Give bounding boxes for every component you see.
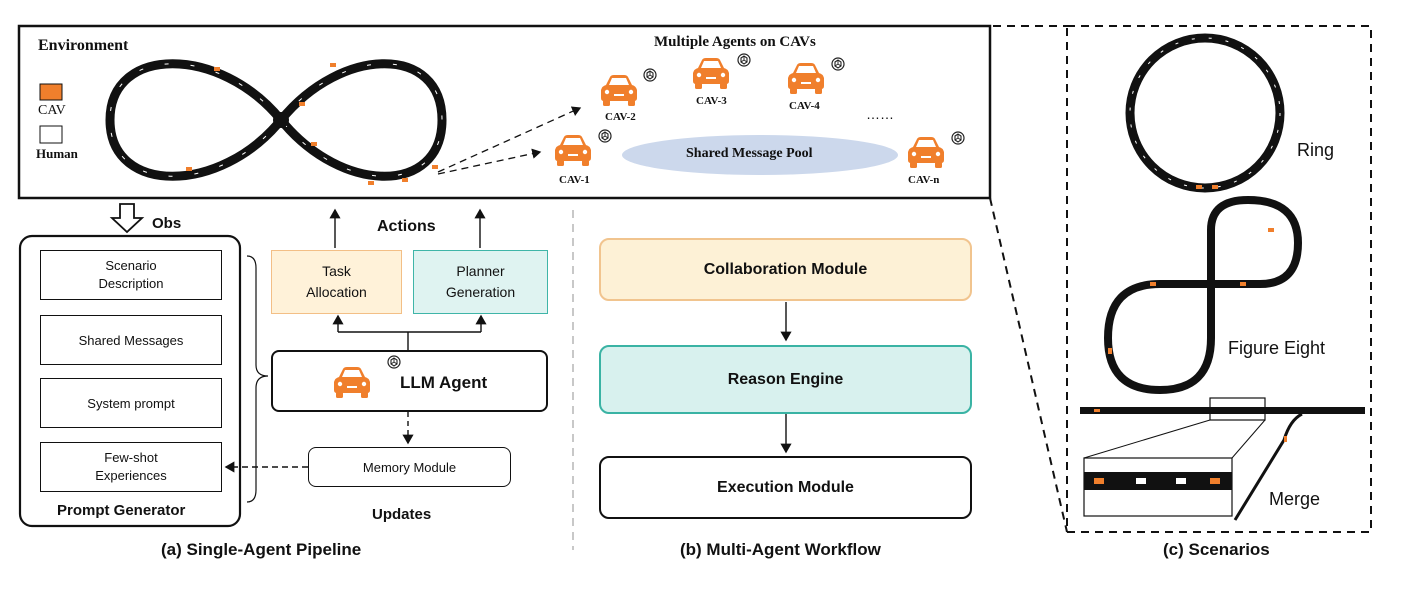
planner-generation-box: Planner Generation (413, 250, 548, 314)
legend-cav-label: CAV (38, 103, 66, 118)
single-agent-caption: (a) Single-Agent Pipeline (161, 540, 362, 559)
collaboration-module-box: Collaboration Module (599, 238, 972, 301)
environment-figure-eight-track (105, 59, 447, 185)
environment-title: Environment (38, 37, 129, 54)
openai-logo-icon (831, 57, 845, 71)
prompt-generator-label: Prompt Generator (57, 502, 186, 519)
scenarios-panel (993, 25, 1372, 533)
actions-label: Actions (377, 218, 436, 235)
cav-label: CAV-3 (696, 95, 727, 107)
openai-logo-icon (951, 131, 965, 145)
legend-human-swatch (39, 125, 63, 144)
shared-message-pool-label: Shared Message Pool (686, 146, 813, 161)
scenario-figure-eight-track (1103, 195, 1303, 395)
execution-module-box: Execution Module (599, 456, 972, 519)
cav-label: CAV-2 (605, 111, 636, 123)
shared-message-pool-ellipse (622, 135, 898, 175)
figure-eight-label: Figure Eight (1228, 338, 1326, 358)
ellipsis: …… (866, 106, 894, 122)
openai-logo-icon (598, 129, 612, 143)
prompt-item-scenario-description: Scenario Description (40, 250, 222, 300)
openai-logo-icon (643, 68, 657, 82)
car-icon (555, 135, 591, 166)
legend-human-label: Human (36, 146, 78, 161)
car-icon (788, 63, 824, 94)
obs-arrow (109, 203, 145, 234)
cav-label: CAV-n (908, 174, 940, 186)
llm-agent-label: LLM Agent (400, 373, 488, 392)
prompt-item-shared-messages: Shared Messages (40, 315, 222, 365)
prompt-item-system-prompt: System prompt (40, 378, 222, 428)
updates-label: Updates (372, 506, 432, 523)
openai-logo-icon (737, 53, 751, 67)
obs-label: Obs (152, 215, 182, 232)
multi-agent-caption: (b) Multi-Agent Workflow (680, 540, 881, 559)
merge-label: Merge (1269, 489, 1321, 509)
llm-agent-box (271, 350, 548, 412)
prompt-generator-box (18, 234, 242, 528)
reason-engine-box: Reason Engine (599, 345, 972, 414)
prompt-item-few-shot-experiences: Few-shot Experiences (40, 442, 222, 492)
car-icon (693, 58, 729, 89)
ring-track (1125, 33, 1285, 193)
environment-panel (17, 24, 992, 200)
task-allocation-box: Task Allocation (271, 250, 402, 314)
memory-module-box: Memory Module (308, 447, 511, 487)
scenarios-caption: (c) Scenarios (1163, 540, 1270, 559)
cav-label: CAV-4 (789, 100, 820, 112)
agents-title: Multiple Agents on CAVs (654, 34, 816, 50)
legend-cav-swatch (39, 83, 63, 101)
cav-label: CAV-1 (559, 174, 590, 186)
ring-label: Ring (1297, 140, 1335, 160)
car-icon (601, 75, 637, 106)
merge-track (1080, 397, 1365, 521)
car-icon (908, 137, 944, 168)
